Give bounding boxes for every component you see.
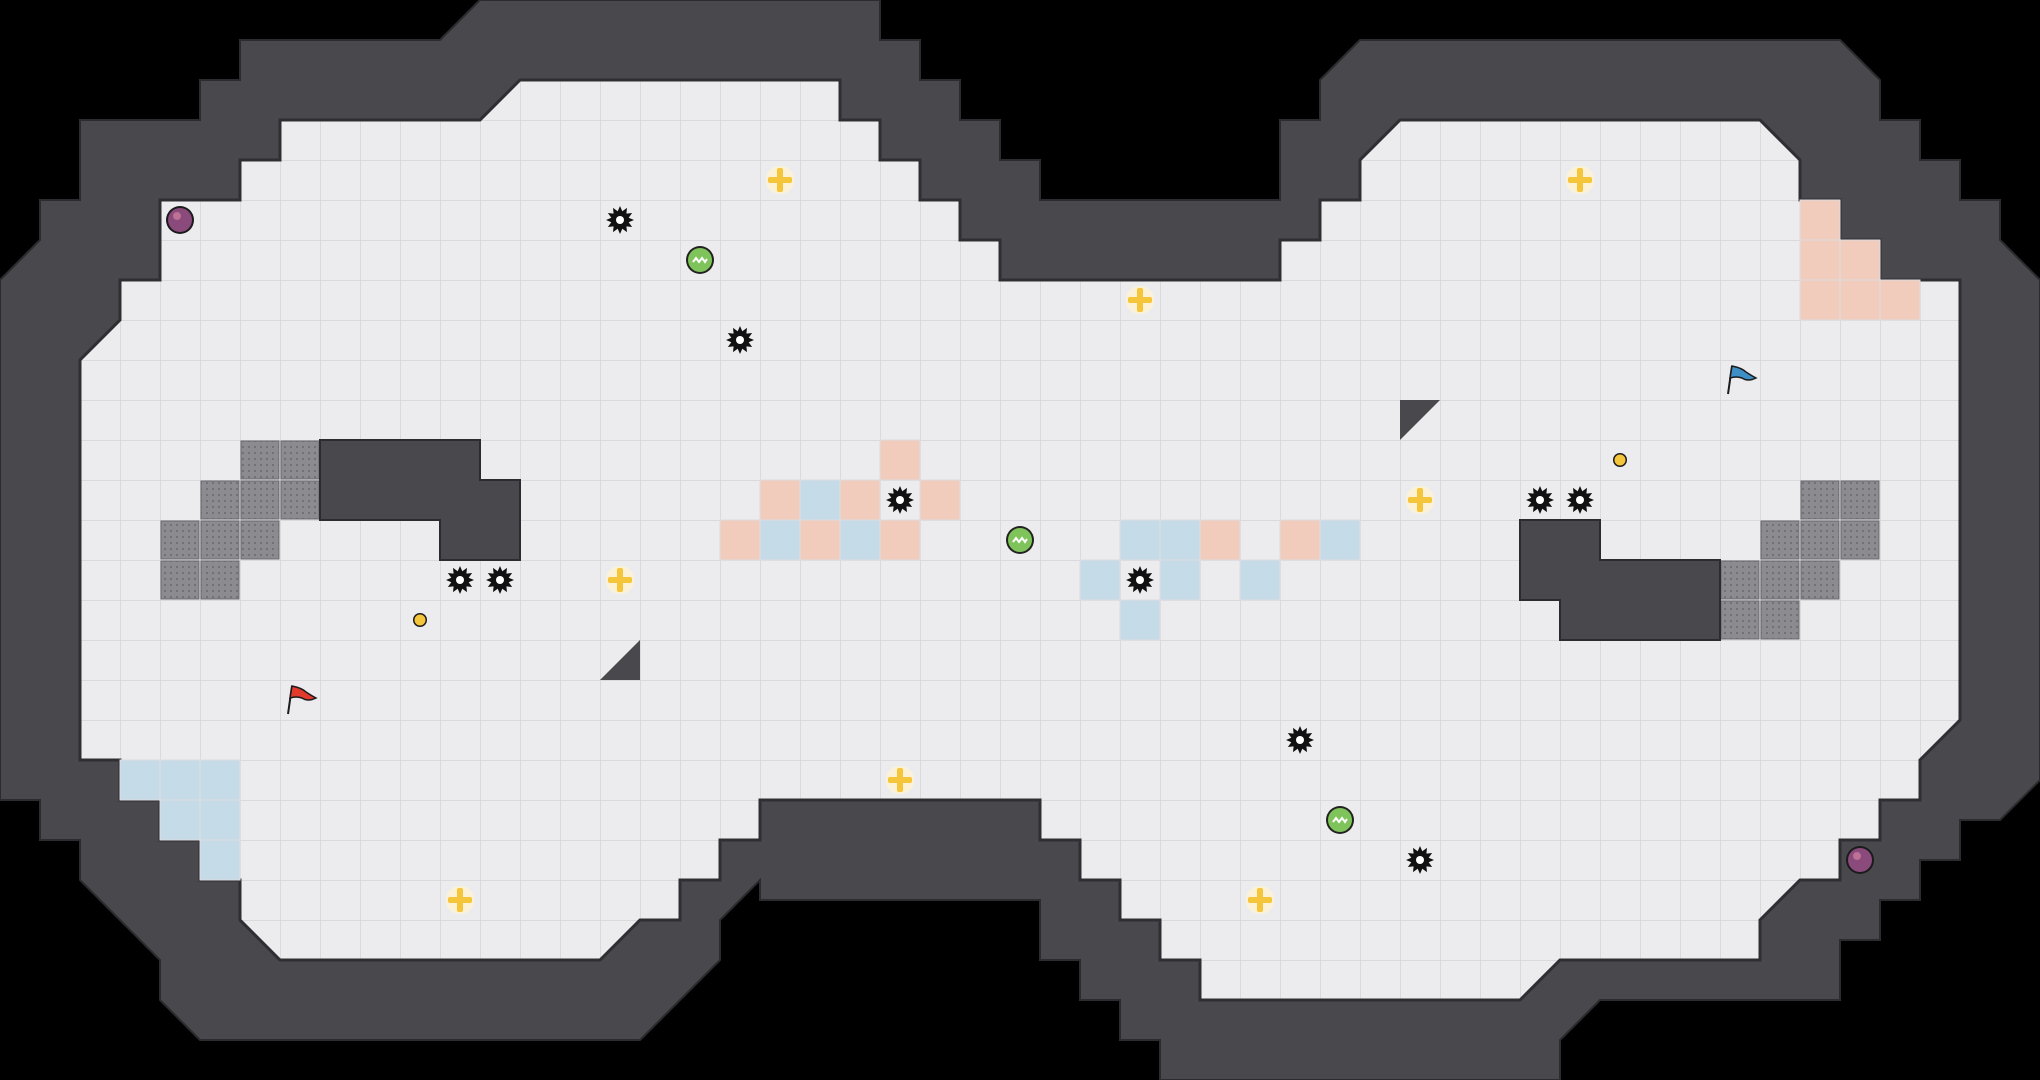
spike-icon — [1126, 566, 1154, 594]
blue-team-tile — [1159, 559, 1201, 601]
small-ball-icon — [1613, 453, 1627, 467]
powerup-plus-icon — [766, 166, 794, 194]
red-team-tile — [1199, 519, 1241, 561]
spike-icon — [1406, 846, 1434, 874]
powerup-plus-icon — [1566, 166, 1594, 194]
red-team-tile — [839, 479, 881, 521]
blue-team-tile — [1079, 559, 1121, 601]
spike-icon — [446, 566, 474, 594]
red-team-tile — [1799, 279, 1841, 321]
boost-tile — [200, 480, 240, 520]
boost-tile — [1760, 520, 1800, 560]
red-team-tile — [1799, 199, 1841, 241]
powerup-plus-icon — [446, 886, 474, 914]
blue-team-tile — [799, 479, 841, 521]
red-team-tile — [1839, 279, 1881, 321]
red-team-tile — [719, 519, 761, 561]
small-ball-icon — [413, 613, 427, 627]
spike-icon — [886, 486, 914, 514]
blue-team-tile — [1159, 519, 1201, 561]
boost-tile — [240, 480, 280, 520]
inner-wall-left — [319, 439, 521, 561]
boost-tile — [160, 520, 200, 560]
boost-tile — [240, 520, 280, 560]
boost-tile — [240, 440, 280, 480]
boost-tile — [1800, 480, 1840, 520]
powerup-plus-icon — [1126, 286, 1154, 314]
bomb-icon — [166, 206, 194, 234]
ramp-left — [600, 640, 640, 680]
blue-team-tile — [159, 759, 201, 801]
map-entities — [166, 166, 1874, 914]
spike-icon — [1526, 486, 1554, 514]
boost-tile — [160, 560, 200, 600]
red-flag-icon — [287, 685, 318, 715]
spike-icon — [606, 206, 634, 234]
red-team-tile — [919, 479, 961, 521]
blue-team-tile — [759, 519, 801, 561]
boost-tile — [1760, 600, 1800, 640]
powerup-plus-icon — [1246, 886, 1274, 914]
boost-tile — [200, 560, 240, 600]
powerup-plus-icon — [606, 566, 634, 594]
powerup-plus-icon — [886, 766, 914, 794]
blue-team-tile — [119, 759, 161, 801]
red-team-tile — [879, 519, 921, 561]
boost-tile — [280, 480, 320, 520]
red-team-tile — [759, 479, 801, 521]
boost-tile — [1800, 560, 1840, 600]
powerup-plus-icon — [1406, 486, 1434, 514]
bomb-icon — [1846, 846, 1874, 874]
boost-tile — [280, 440, 320, 480]
red-team-tile — [799, 519, 841, 561]
blue-team-tile — [1119, 599, 1161, 641]
gate-ball-icon — [1006, 526, 1034, 554]
red-team-tile — [1879, 279, 1921, 321]
boost-tile — [1800, 520, 1840, 560]
ramp-right — [1400, 400, 1440, 440]
inner-wall-right — [1519, 519, 1721, 641]
boost-tile — [1840, 520, 1880, 560]
blue-team-tile — [839, 519, 881, 561]
blue-team-tile — [159, 799, 201, 841]
blue-team-tile — [1239, 559, 1281, 601]
blue-team-tile — [1319, 519, 1361, 561]
boost-tile — [1840, 480, 1880, 520]
boost-tile — [1720, 600, 1760, 640]
spike-icon — [1286, 726, 1314, 754]
spike-icon — [486, 566, 514, 594]
red-team-tile — [1799, 239, 1841, 281]
blue-team-tile — [199, 799, 241, 841]
boost-tile — [1760, 560, 1800, 600]
team-tiles — [119, 199, 1921, 881]
red-team-tile — [1839, 239, 1881, 281]
boost-tile — [1720, 560, 1760, 600]
blue-team-tile — [199, 759, 241, 801]
red-team-tile — [1279, 519, 1321, 561]
gate-ball-icon — [1326, 806, 1354, 834]
spike-icon — [1566, 486, 1594, 514]
gate-ball-icon — [686, 246, 714, 274]
inner-walls — [319, 400, 1721, 680]
blue-team-tile — [1119, 519, 1161, 561]
red-team-tile — [879, 439, 921, 481]
blue-flag-icon — [1727, 365, 1758, 395]
spike-icon — [726, 326, 754, 354]
boost-patches — [160, 440, 1880, 640]
boost-tile — [200, 520, 240, 560]
blue-team-tile — [199, 839, 241, 881]
